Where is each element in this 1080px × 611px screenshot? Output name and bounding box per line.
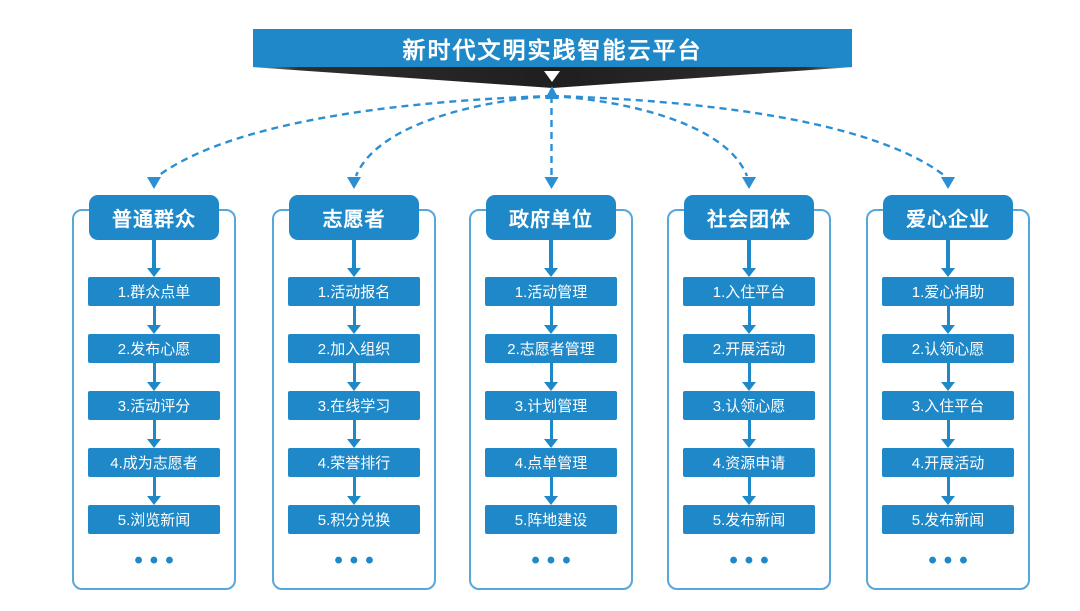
down-arrow-icon [544,477,558,505]
step-box: 1.群众点单 [88,277,220,306]
down-arrow-icon [941,420,955,448]
column-header: 政府单位 [486,195,616,240]
step-box: 5.积分兑换 [288,505,420,534]
down-arrow-icon [941,363,955,391]
step-box: 5.发布新闻 [882,505,1014,534]
step-box: 3.入住平台 [882,391,1014,420]
step-box: 5.阵地建设 [485,505,617,534]
down-arrow-icon [347,240,361,277]
arrowhead-down-icon [347,177,361,189]
down-arrow-icon [742,477,756,505]
down-arrow-icon [147,363,161,391]
down-arrow-icon [941,477,955,505]
dashed-connector [157,94,553,177]
arrowhead-down-icon [941,177,955,189]
down-arrow-icon [347,363,361,391]
dashed-connector [354,94,553,177]
down-arrow-icon [742,420,756,448]
column-header: 普通群众 [89,195,219,240]
down-arrow-icon [941,240,955,277]
step-box: 3.认领心愿 [683,391,815,420]
platform-title-banner: 新时代文明实践智能云平台 [253,29,852,67]
step-box: 1.爱心捐助 [882,277,1014,306]
down-arrow-icon [347,420,361,448]
arrowhead-down-icon [147,177,161,189]
column-ordinary-public: 普通群众 1.群众点单 2.发布心愿 3.活动评分 4.成为志愿者 5.浏览新闻… [72,195,236,590]
arrowhead-down-icon [544,177,559,189]
down-arrow-icon [147,420,161,448]
down-arrow-icon [544,306,558,334]
step-box: 4.开展活动 [882,448,1014,477]
step-box: 3.活动评分 [88,391,220,420]
down-arrow-icon [742,240,756,277]
down-arrow-icon [941,306,955,334]
step-box: 2.加入组织 [288,334,420,363]
column-social-group: 社会团体 1.入住平台 2.开展活动 3.认领心愿 4.资源申请 5.发布新闻 … [667,195,831,590]
ellipsis-dots: ••• [134,547,181,574]
step-box: 5.浏览新闻 [88,505,220,534]
down-arrow-icon [742,363,756,391]
step-box: 2.志愿者管理 [485,334,617,363]
step-box: 3.在线学习 [288,391,420,420]
down-arrow-icon [544,71,560,82]
step-box: 3.计划管理 [485,391,617,420]
down-arrow-icon [544,420,558,448]
column-caring-enterprise: 爱心企业 1.爱心捐助 2.认领心愿 3.入住平台 4.开展活动 5.发布新闻 … [866,195,1030,590]
arrowhead-down-icon [742,177,756,189]
step-box: 2.认领心愿 [882,334,1014,363]
step-box: 4.资源申请 [683,448,815,477]
ellipsis-dots: ••• [531,547,578,574]
step-box: 2.发布心愿 [88,334,220,363]
column-header: 社会团体 [684,195,814,240]
column-header: 爱心企业 [883,195,1013,240]
step-box: 1.活动管理 [485,277,617,306]
down-arrow-icon [544,363,558,391]
step-box: 5.发布新闻 [683,505,815,534]
dashed-connector [551,94,749,177]
step-box: 1.活动报名 [288,277,420,306]
ellipsis-dots: ••• [334,547,381,574]
down-arrow-icon [147,306,161,334]
ellipsis-dots: ••• [928,547,975,574]
down-arrow-icon [147,477,161,505]
step-box: 4.点单管理 [485,448,617,477]
hub-up-arrow-icon [545,86,559,99]
step-box: 4.荣誉排行 [288,448,420,477]
down-arrow-icon [147,240,161,277]
step-box: 1.入住平台 [683,277,815,306]
down-arrow-icon [742,306,756,334]
down-arrow-icon [347,477,361,505]
dashed-connector [551,94,946,177]
down-arrow-icon [347,306,361,334]
step-box: 2.开展活动 [683,334,815,363]
column-header: 志愿者 [289,195,419,240]
column-government: 政府单位 1.活动管理 2.志愿者管理 3.计划管理 4.点单管理 5.阵地建设… [469,195,633,590]
step-box: 4.成为志愿者 [88,448,220,477]
column-volunteer: 志愿者 1.活动报名 2.加入组织 3.在线学习 4.荣誉排行 5.积分兑换 •… [272,195,436,590]
ellipsis-dots: ••• [729,547,776,574]
down-arrow-icon [544,240,558,277]
